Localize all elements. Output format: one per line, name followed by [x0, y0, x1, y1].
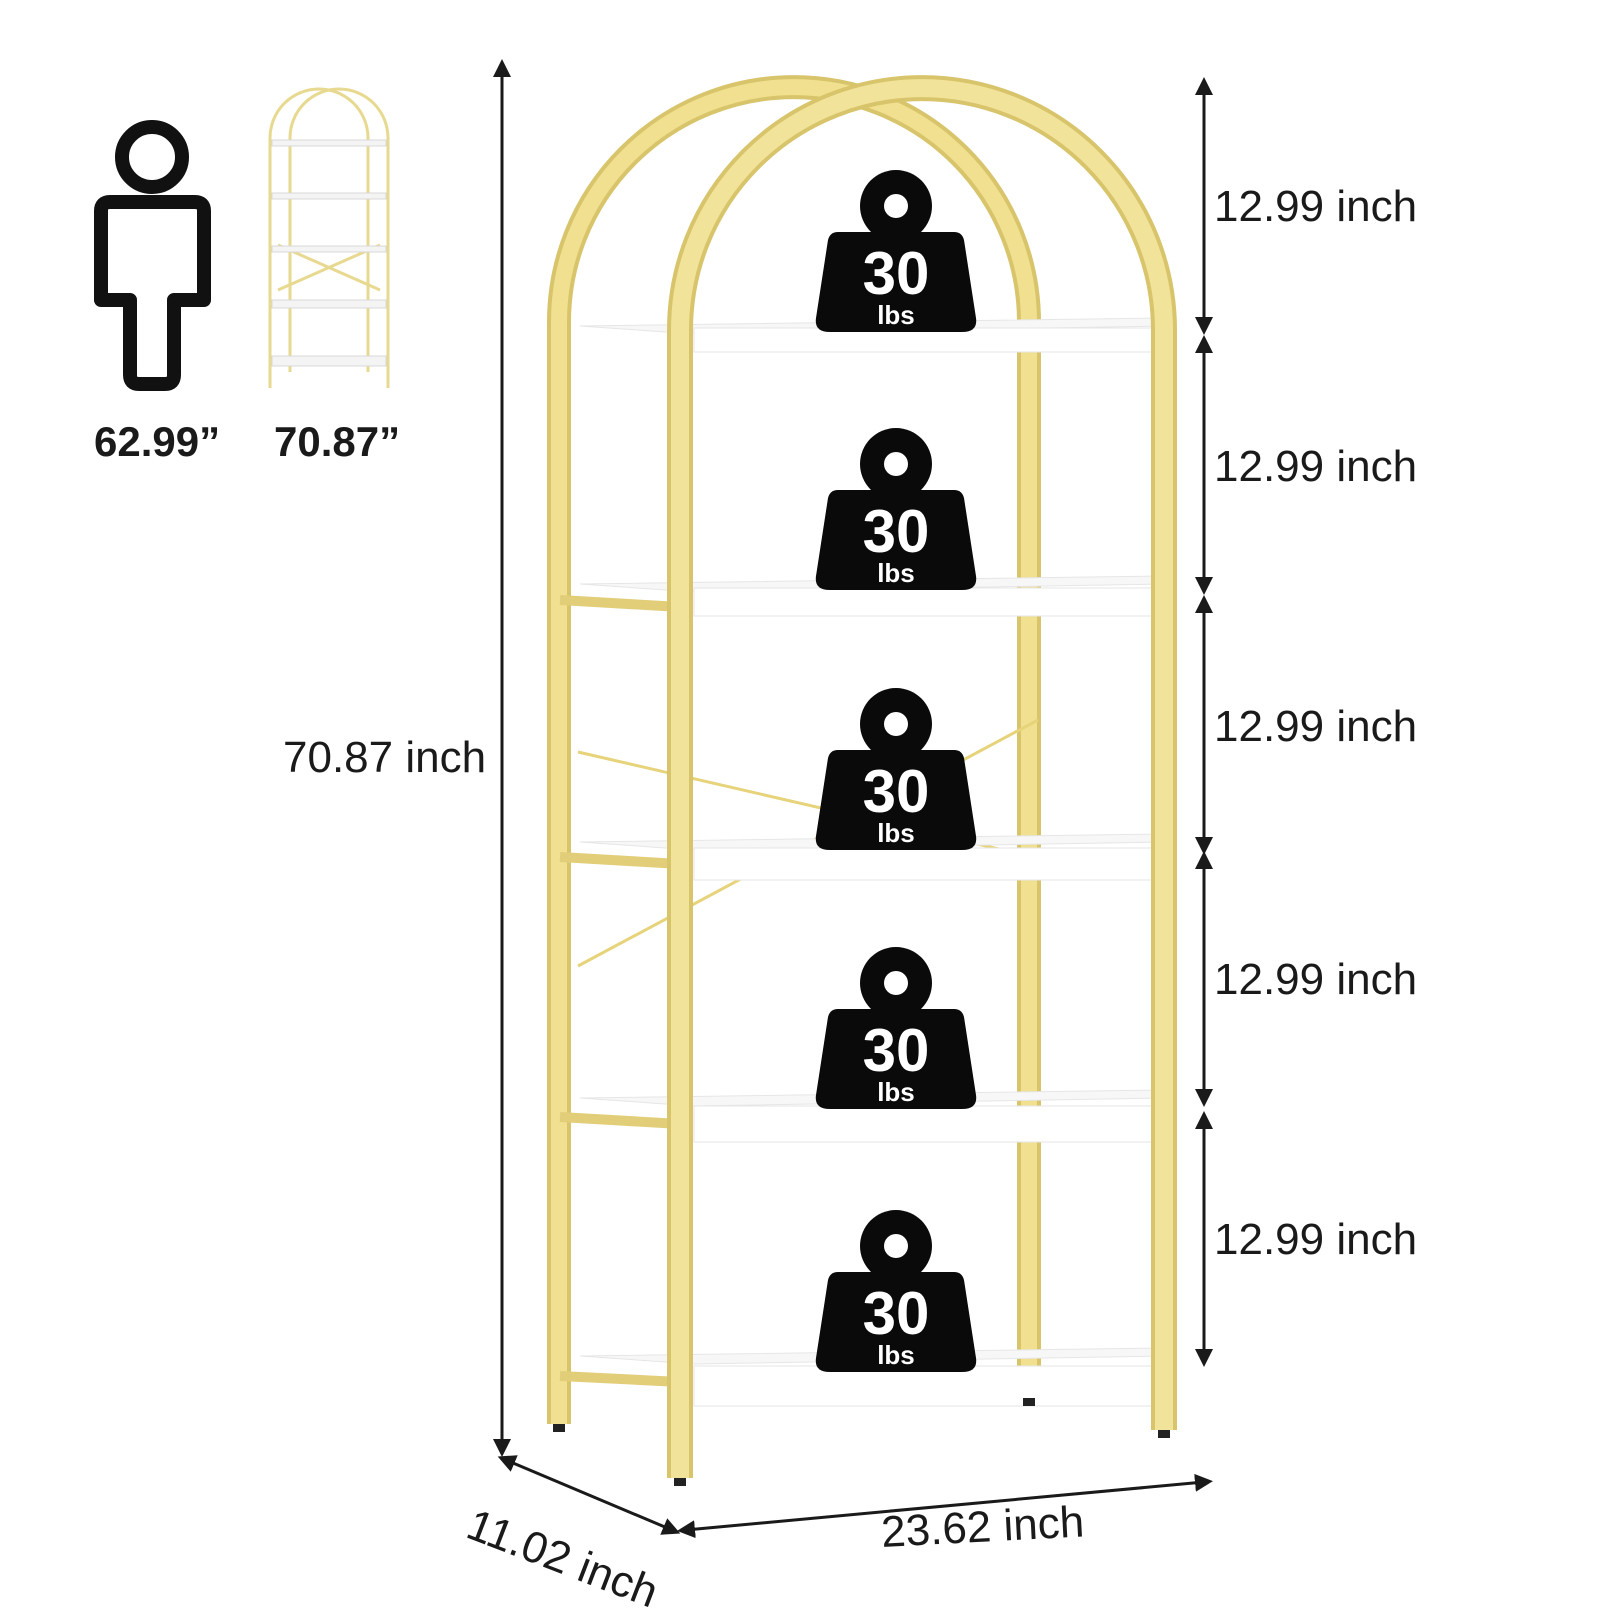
depth-arrow: [497, 1455, 681, 1535]
weight-unit: lbs: [877, 300, 915, 330]
weight-value: 30: [863, 758, 930, 825]
feet: [553, 1398, 1170, 1486]
tier-spacing-label-2: 12.99 inch: [1214, 442, 1418, 491]
weight-unit: lbs: [877, 1340, 915, 1370]
mini-shelf-icon: [268, 87, 390, 388]
front-frame: [667, 75, 1177, 1478]
side-rails: [559, 595, 681, 1387]
weight-value: 30: [863, 498, 930, 565]
width-arrow: [677, 1473, 1213, 1539]
weight-value: 30: [863, 240, 930, 307]
weight-unit: lbs: [877, 1077, 915, 1107]
total-height-label: 70.87 inch: [283, 733, 487, 782]
tier-spacing-label-5: 12.99 inch: [1214, 1215, 1418, 1264]
weight-value: 30: [863, 1280, 930, 1347]
person-icon: [94, 120, 211, 391]
tier-spacing-label-3: 12.99 inch: [1214, 702, 1418, 751]
weight-value: 30: [863, 1017, 930, 1084]
tier-spacing-label-1: 12.99 inch: [1214, 182, 1418, 231]
width-label: 23.62 inch: [880, 1497, 1086, 1557]
tier-spacing-label-4: 12.99 inch: [1214, 955, 1418, 1004]
person-height-label: 62.99”: [94, 418, 221, 465]
dimension-arrows: [493, 59, 1213, 1539]
shelf-height-label: 70.87”: [274, 418, 401, 465]
weight-unit: lbs: [877, 818, 915, 848]
weight-unit: lbs: [877, 558, 915, 588]
back-frame: [547, 75, 1041, 1424]
